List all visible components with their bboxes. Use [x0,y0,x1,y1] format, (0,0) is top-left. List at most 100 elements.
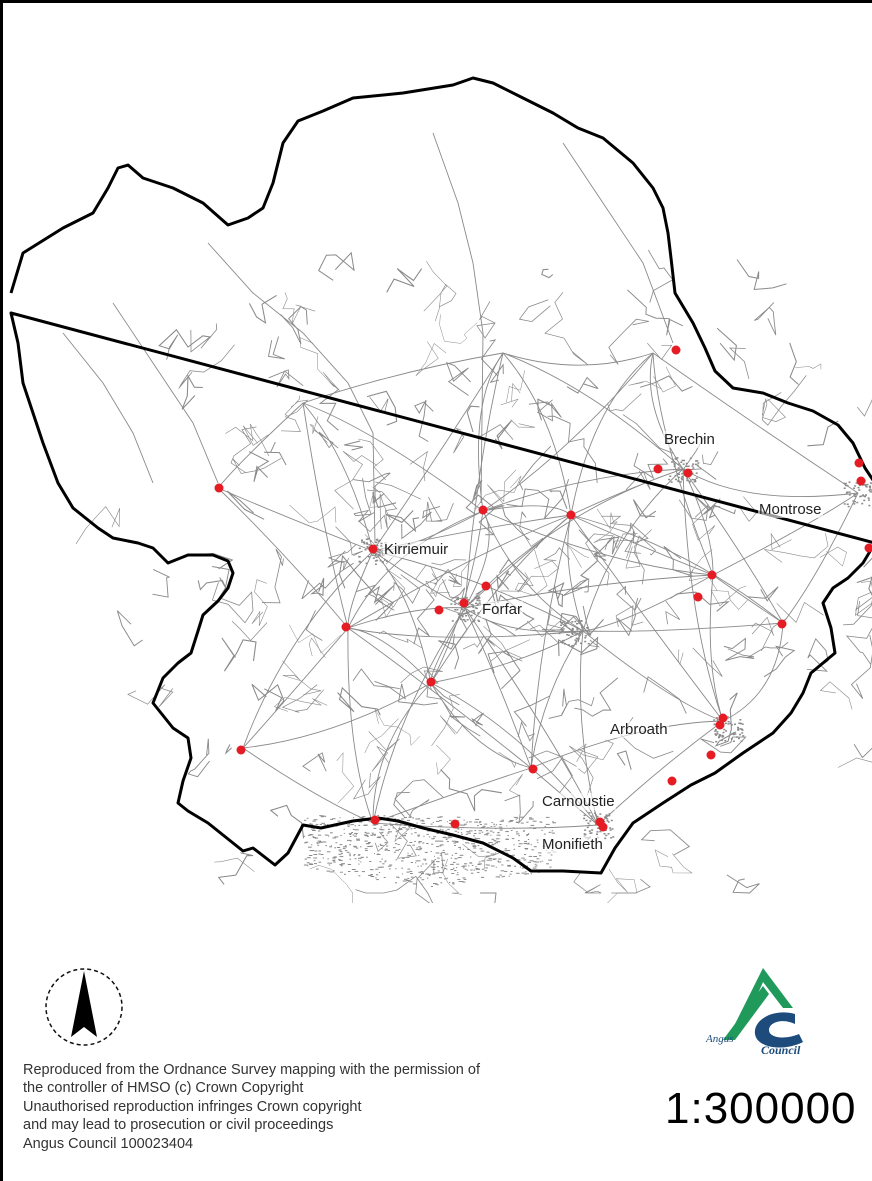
urban-block [436,884,439,886]
urban-block [433,837,435,839]
urban-block [500,828,502,830]
road-segment [506,478,570,520]
urban-block [478,832,481,834]
copyright-line-3: Unauthorised reproduction infringes Crow… [23,1098,362,1115]
urban-block [309,834,314,836]
urban-block [472,845,476,847]
urban-block [478,602,481,604]
urban-block [438,820,442,822]
urban-block [550,854,553,856]
road-segment [432,132,484,504]
urban-block [395,831,398,833]
urban-block [318,850,321,852]
urban-block [468,865,470,867]
road-segment [582,468,684,632]
road-segment [439,715,464,735]
urban-block [571,632,574,634]
urban-block [571,633,574,635]
urban-block [475,607,478,610]
urban-block [371,832,374,834]
urban-block [340,865,343,867]
urban-block [442,837,446,838]
urban-block [387,865,392,867]
road-segment [702,451,719,466]
north-arrow-icon [45,968,123,1046]
urban-block [455,841,459,842]
road-segment [178,344,235,389]
urban-block [465,842,468,844]
road-segment [353,478,376,523]
urban-block [367,836,369,837]
urban-block [410,828,413,830]
road-segment [736,259,787,291]
urban-block [344,850,348,852]
urban-block [591,817,594,819]
urban-block [669,475,672,477]
road-segment [570,514,784,624]
copyright-line-1: Reproduced from the Ordnance Survey mapp… [23,1062,480,1078]
urban-block [354,858,357,860]
urban-block [388,868,391,870]
urban-block [395,882,398,884]
urban-block [307,846,312,848]
urban-block [465,833,468,835]
urban-block [675,478,677,481]
urban-block [552,822,556,824]
urban-block [560,641,563,643]
road-segment [289,624,341,654]
road-segment [372,682,432,824]
urban-block [457,831,460,833]
urban-block [552,821,554,823]
urban-block [303,864,308,866]
urban-block [431,843,434,845]
road-segment [764,533,829,563]
urban-block [529,818,533,820]
road-segment [857,399,872,417]
urban-block [394,835,398,837]
urban-block [599,813,602,815]
urban-block [513,816,518,818]
urban-block [412,817,414,819]
urban-block [325,845,327,847]
urban-block [323,824,327,826]
urban-block [303,819,307,821]
urban-block [354,870,359,872]
urban-block [535,865,538,867]
road-segment [230,426,257,473]
urban-block [382,835,385,836]
urban-block [415,848,419,850]
settlement-dot [434,605,444,615]
road-segment [426,261,448,322]
urban-block [320,815,325,817]
urban-block [398,829,403,831]
road-segment [574,677,619,717]
urban-block [588,830,591,832]
urban-block [564,643,566,645]
urban-block [545,816,550,818]
urban-block [477,612,480,614]
urban-block [408,826,411,828]
urban-block [308,863,312,865]
urban-block [472,610,475,612]
urban-block [349,858,352,860]
urban-block [315,823,319,825]
urban-block [869,482,872,484]
urban-block [609,829,612,831]
urban-block [358,821,363,823]
urban-block [450,869,454,870]
road-segment [502,352,684,470]
urban-block [450,857,453,859]
urban-block [329,871,334,873]
urban-block [591,829,594,831]
road-segment [282,292,316,325]
urban-block [311,844,313,846]
urban-block [395,868,397,870]
road-segment [409,450,428,482]
urban-block [332,857,336,859]
urban-block [307,865,309,867]
urban-block [869,488,872,490]
urban-block [354,825,356,827]
urban-block [854,485,857,487]
urban-block [607,833,610,835]
road-segment [712,492,859,576]
